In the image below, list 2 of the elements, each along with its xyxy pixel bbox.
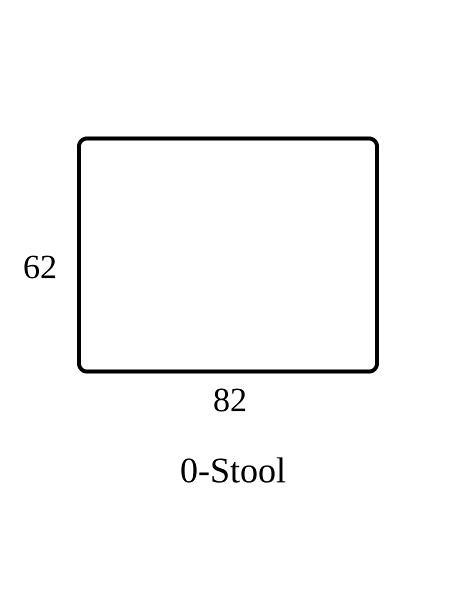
caption: 0-Stool	[181, 457, 286, 483]
stool-outline	[77, 136, 379, 374]
